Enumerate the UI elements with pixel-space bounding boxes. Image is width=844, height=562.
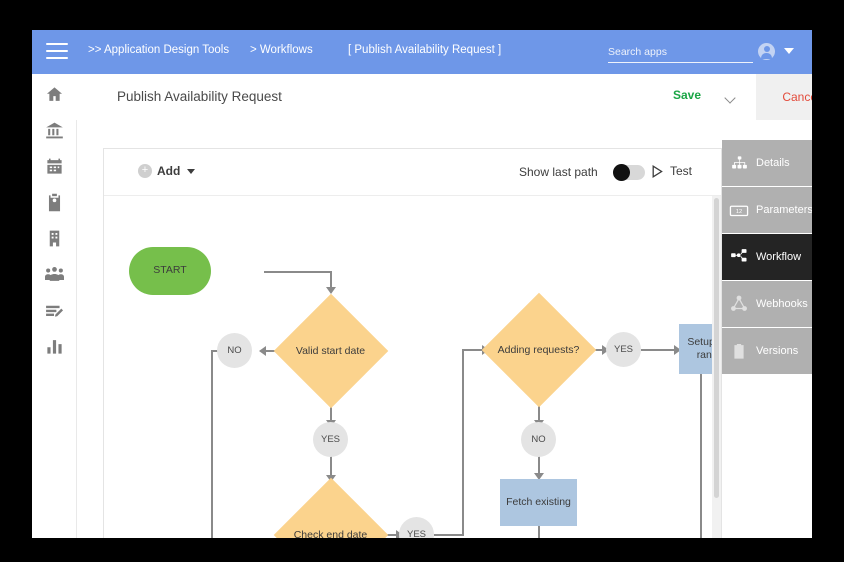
people-group-icon xyxy=(44,265,65,284)
edge-yes-3-to-setup xyxy=(641,349,679,351)
node-adding-requests-label: Adding requests? xyxy=(497,343,580,356)
application-window: >> Application Design Tools > Workflows … xyxy=(32,30,812,538)
toggle-knob xyxy=(613,164,630,181)
calendar-icon xyxy=(45,157,64,176)
tab-webhooks[interactable]: Webhooks xyxy=(722,281,812,327)
edge-setup-down-rail xyxy=(700,349,702,538)
left-icon-rail xyxy=(32,74,77,538)
edge-valid-start-date-to-yes-1 xyxy=(330,400,332,425)
rail-item-institution[interactable] xyxy=(32,112,76,148)
edge-check-end-date-to-yes-2 xyxy=(385,534,398,536)
arrowhead-to-yes-3 xyxy=(602,345,609,355)
node-adding-requests[interactable]: Adding requests? xyxy=(481,292,596,407)
add-button[interactable]: + Add xyxy=(138,164,196,178)
cancel-button[interactable]: Cancel xyxy=(756,74,812,120)
search-apps-field[interactable] xyxy=(608,42,753,63)
tab-parameters[interactable]: 12 Parameters xyxy=(722,187,812,233)
edge-valid-start-date-to-no xyxy=(261,350,283,352)
share-nodes-icon xyxy=(722,295,756,313)
edge-start-to-valid-start-date-h xyxy=(264,271,332,273)
rail-item-people[interactable] xyxy=(32,256,76,292)
rail-item-edit-note[interactable] xyxy=(32,292,76,328)
edge-yes-1-to-check-end-date xyxy=(330,456,332,480)
scrollbar-thumb[interactable] xyxy=(714,198,719,498)
home-icon xyxy=(45,85,64,104)
workflow-canvas-panel: + Add Show last path Test xyxy=(103,148,722,538)
arrowhead-to-fetch-existing xyxy=(534,473,544,480)
save-options-chevron-down-icon[interactable] xyxy=(726,94,737,101)
arrowhead-to-valid-start-date xyxy=(326,287,336,294)
top-navigation-bar: >> Application Design Tools > Workflows … xyxy=(32,30,812,74)
node-start[interactable]: START xyxy=(129,247,211,295)
rail-item-calendar[interactable] xyxy=(32,148,76,184)
bank-icon xyxy=(45,121,64,140)
edge-no-down-rail xyxy=(211,350,213,538)
node-fetch-existing[interactable]: Fetch existing xyxy=(500,479,577,526)
edge-fetch-to-loop-existing xyxy=(538,526,540,538)
canvas-vertical-scrollbar[interactable] xyxy=(712,196,721,538)
arrowhead-to-no-1 xyxy=(259,346,266,356)
search-input[interactable] xyxy=(608,46,753,63)
edge-no-3-to-fetch-existing xyxy=(538,456,540,478)
test-button-label: Test xyxy=(670,164,693,178)
add-caret-down-icon xyxy=(187,168,196,174)
breadcrumb-application-design-tools[interactable]: >> Application Design Tools xyxy=(88,44,230,56)
test-button[interactable]: Test xyxy=(652,164,692,178)
edge-adding-requests-to-no-3 xyxy=(538,399,540,425)
rail-item-clipboard-person[interactable] xyxy=(32,184,76,220)
node-check-end-date[interactable]: Check end date xyxy=(273,477,388,538)
breadcrumb-workflows[interactable]: > Workflows xyxy=(250,44,313,56)
hamburger-menu-icon[interactable] xyxy=(46,43,68,61)
edge-start-to-valid-start-date-v xyxy=(330,271,332,292)
right-tab-panel: Details 12 Parameters Workflow xyxy=(722,140,812,538)
office-building-icon xyxy=(45,229,64,248)
edit-note-icon xyxy=(44,301,64,320)
show-last-path-toggle[interactable] xyxy=(613,164,645,181)
node-yes-2[interactable]: YES xyxy=(399,517,434,538)
edge-yes-2-right xyxy=(434,534,464,536)
tab-webhooks-label: Webhooks xyxy=(756,298,808,310)
rail-item-reports[interactable] xyxy=(32,328,76,364)
rail-item-building[interactable] xyxy=(32,220,76,256)
number-box-icon: 12 xyxy=(722,202,756,219)
svg-text:12: 12 xyxy=(736,209,742,215)
node-setup-date-range-loop[interactable]: Setup the date range loop xyxy=(679,324,712,374)
tab-workflow[interactable]: Workflow xyxy=(722,234,812,280)
page-title: Publish Availability Request xyxy=(117,89,282,104)
node-yes-3[interactable]: YES xyxy=(606,332,641,367)
node-no-1[interactable]: NO xyxy=(217,333,252,368)
tab-details-label: Details xyxy=(756,157,790,169)
rail-item-home[interactable] xyxy=(32,76,76,112)
add-button-label: Add xyxy=(157,164,181,178)
user-avatar-icon[interactable] xyxy=(758,43,775,60)
tab-workflow-label: Workflow xyxy=(756,251,802,263)
edge-yes-2-to-adding-requests xyxy=(462,349,485,351)
edge-adding-requests-to-yes-3 xyxy=(592,349,604,351)
node-valid-start-date[interactable]: Valid start date xyxy=(273,293,388,408)
clipboard-person-icon xyxy=(45,193,64,212)
tab-versions-label: Versions xyxy=(756,345,799,357)
node-check-end-date-label: Check end date xyxy=(293,528,368,539)
tab-details[interactable]: Details xyxy=(722,140,812,186)
play-triangle-icon xyxy=(652,164,663,178)
bar-chart-icon xyxy=(45,337,64,356)
show-last-path-label: Show last path xyxy=(519,165,598,179)
flowchart-diagram[interactable]: START Valid start date NO YES Check end … xyxy=(104,196,712,538)
clipboard-icon xyxy=(722,343,756,360)
node-valid-start-date-label: Valid start date xyxy=(295,344,366,357)
edge-yes-2-up xyxy=(462,349,464,536)
canvas-toolbar: + Add Show last path Test xyxy=(104,149,721,196)
page-header: Publish Availability Request Save Cancel xyxy=(76,74,812,120)
node-no-3[interactable]: NO xyxy=(521,422,556,457)
tab-versions[interactable]: Versions xyxy=(722,328,812,374)
plus-circle-icon: + xyxy=(138,164,152,178)
org-chart-icon xyxy=(722,155,756,172)
save-button[interactable]: Save xyxy=(673,88,702,102)
breadcrumb-current-item: [ Publish Availability Request ] xyxy=(348,44,502,56)
account-chevron-down-icon[interactable] xyxy=(784,48,794,54)
workflow-icon xyxy=(722,248,756,266)
arrowhead-to-setup xyxy=(674,345,681,355)
tab-parameters-label: Parameters xyxy=(756,204,812,216)
node-yes-1[interactable]: YES xyxy=(313,422,348,457)
